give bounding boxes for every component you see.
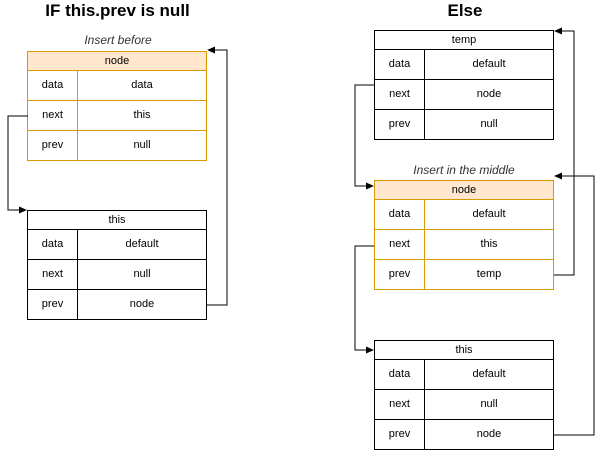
left-node-box: node data data next this prev null [27,51,207,161]
left-next-arrow [7,115,28,214]
left-caption: Insert before [84,33,152,47]
field-key: next [375,230,425,259]
field-key: data [375,200,425,229]
field-value: node [129,298,155,310]
field-key: prev [375,420,425,449]
field-key: next [375,80,425,109]
right-node-box: node data default next this prev temp [374,180,554,290]
right-node-row-data: data default [375,200,553,230]
field-value: null [133,139,151,151]
field-key: prev [28,131,78,160]
field-value: default [125,238,159,250]
left-this-row-prev: prev node [28,290,206,319]
field-key: next [28,260,78,289]
right-this-box: this data default next null prev node [374,340,554,450]
field-key: prev [375,260,425,289]
left-prev-arrow [207,46,228,306]
left-node-row-prev: prev null [28,131,206,160]
field-value: node [476,88,502,100]
field-value: null [480,118,498,130]
right-temp-title: temp [375,31,553,50]
right-temp-box: temp data default next node prev null [374,30,554,140]
field-value: this [480,238,498,250]
field-key: data [375,50,425,79]
left-node-row-next: next this [28,101,206,131]
right-this-row-next: next null [375,390,553,420]
right-this-row-prev: prev node [375,420,553,449]
right-this-title: this [375,341,553,360]
right-node-title: node [375,181,553,200]
right-temp-next-arrow [354,84,374,190]
left-this-row-data: data default [28,230,206,260]
field-key: prev [375,110,425,139]
right-heading: Else [447,1,483,20]
right-temp-row-next: next node [375,80,553,110]
left-heading: IF this.prev is null [45,1,190,20]
left-node-row-data: data data [28,71,206,101]
field-key: prev [28,290,78,319]
field-value: node [476,428,502,440]
right-node-next-arrow [354,245,374,354]
field-value: temp [476,268,502,280]
field-value: default [472,368,506,380]
field-value: null [133,268,151,280]
field-key: next [28,101,78,130]
left-this-box: this data default next null prev node [27,210,207,320]
right-temp-row-data: data default [375,50,553,80]
right-node-row-prev: prev temp [375,260,553,289]
right-node-prev-arrow [554,27,575,276]
right-node-row-next: next this [375,230,553,260]
right-this-prev-arrow [554,172,595,436]
left-node-title: node [28,52,206,71]
right-caption: Insert in the middle [413,163,515,177]
left-this-title: this [28,211,206,230]
right-this-row-data: data default [375,360,553,390]
field-key: data [28,71,78,100]
field-value: default [472,58,506,70]
field-key: next [375,390,425,419]
left-this-row-next: next null [28,260,206,290]
field-value: default [472,208,506,220]
field-key: data [28,230,78,259]
field-value: this [133,109,151,121]
right-temp-row-prev: prev null [375,110,553,139]
field-value: data [131,79,153,91]
field-value: null [480,398,498,410]
field-key: data [375,360,425,389]
